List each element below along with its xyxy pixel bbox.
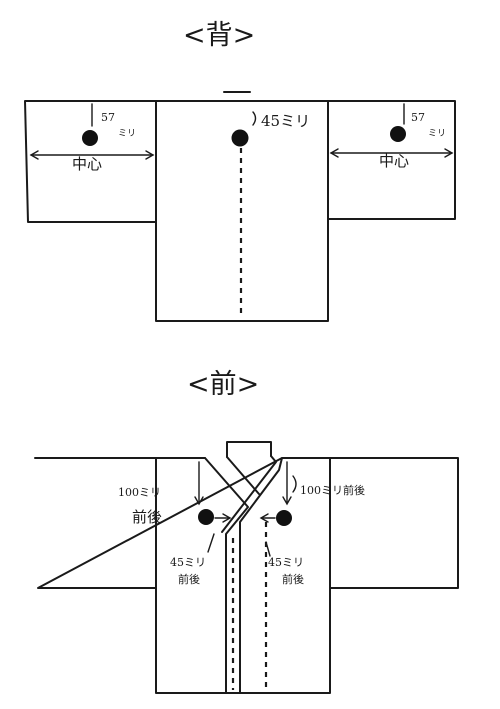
- front-garment-outline: [34, 457, 459, 694]
- back-right-arrowheads: [329, 148, 454, 158]
- back-right-center-label: 中心: [379, 152, 409, 170]
- back-left-crest-value: 57: [101, 111, 115, 124]
- front-inner-right-value: 45ミリ: [268, 556, 304, 569]
- front-right-label: 100ミリ前後: [300, 483, 365, 497]
- back-left-crest-unit: ミリ: [118, 129, 136, 139]
- front-right-collar-inner: [221, 455, 277, 533]
- back-title: <背>: [183, 20, 255, 51]
- front-title: <前>: [187, 369, 259, 400]
- back-right-crest-value: 57: [411, 111, 425, 124]
- front-left-leader: [207, 533, 215, 553]
- back-center-crest: [231, 129, 249, 147]
- back-left-sleeve-crest: [82, 130, 98, 146]
- front-inner-left-value: 45ミリ: [170, 556, 206, 569]
- front-right-horizontal-arrowhead: [259, 513, 269, 523]
- front-collar-tab: [226, 441, 272, 458]
- back-left-arrowheads: [29, 150, 155, 160]
- front-left-horizontal-arrowhead: [222, 513, 232, 523]
- front-right-crest: [276, 510, 292, 526]
- front-right-measure-mark: [292, 475, 297, 493]
- front-left-value: 100ミリ: [118, 486, 161, 499]
- back-right-sleeve-crest: [390, 126, 406, 142]
- front-left-note: 前後: [132, 508, 162, 526]
- front-inner-left-note: 前後: [178, 572, 200, 586]
- front-right-collar-outer: [239, 457, 283, 694]
- back-garment-outline: [24, 100, 456, 322]
- front-inner-right-note: 前後: [282, 572, 304, 586]
- front-right-vertical-arrowhead: [282, 496, 292, 506]
- front-left-vertical-arrowhead: [194, 496, 204, 506]
- front-left-collar-inner: [226, 456, 260, 495]
- front-left-collar-outer: [204, 457, 249, 694]
- back-center-crest-label: 45ミリ: [261, 112, 310, 130]
- back-right-crest-unit: ミリ: [428, 129, 446, 139]
- front-right-leader: [265, 541, 271, 557]
- back-center-measure-mark: [252, 111, 257, 126]
- back-left-center-label: 中心: [72, 155, 102, 173]
- front-left-crest: [198, 509, 214, 525]
